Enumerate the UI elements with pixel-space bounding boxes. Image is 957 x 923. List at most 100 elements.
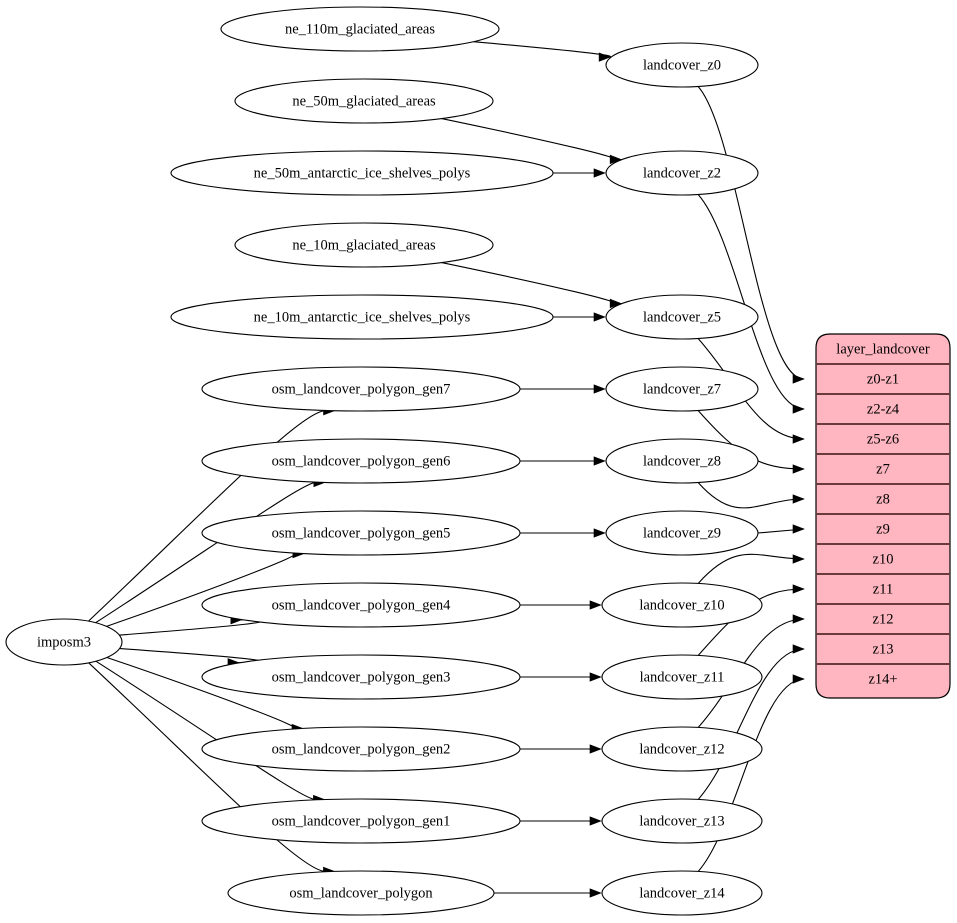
edge-ne_50m_glaciated_areas-to-landcover_z2 [441,118,622,165]
node-landcover_z11[interactable]: landcover_z11 [601,654,763,700]
node-landcover_z0[interactable]: landcover_z0 [605,42,759,88]
node-shape[interactable] [201,726,521,772]
node-ne_110m_glaciated_areas[interactable]: ne_110m_glaciated_areas [220,6,500,52]
edge-osm_landcover_polygon_gen2-to-landcover_z12 [520,744,602,754]
edge-ne_10m_antarctic_ice_shelves_polys-to-landcover_z5 [553,312,606,322]
node-shape[interactable] [220,6,500,52]
edge-arrowhead [792,404,805,414]
table-row[interactable] [816,364,950,394]
node-shape[interactable] [605,438,759,484]
node-shape[interactable] [5,618,123,666]
node-shape[interactable] [201,654,521,700]
node-osm_landcover_polygon_gen7[interactable]: osm_landcover_polygon_gen7 [201,366,521,412]
node-shape[interactable] [605,294,759,340]
edge-line [697,553,805,584]
node-ne_10m_antarctic_ice_shelves_polys[interactable]: ne_10m_antarctic_ice_shelves_polys [170,294,554,340]
edge-arrowhead [589,816,602,826]
node-imposm3[interactable]: imposm3 [5,618,123,666]
node-shape[interactable] [601,798,763,844]
edge-arrowhead [792,524,805,534]
edge-arrowhead [593,528,606,538]
node-landcover_z2[interactable]: landcover_z2 [605,150,759,196]
edge-arrowhead [589,744,602,754]
node-landcover_z12[interactable]: landcover_z12 [601,726,763,772]
node-shape[interactable] [601,870,763,916]
edge-arrowhead [593,456,606,466]
node-osm_landcover_polygon_gen4[interactable]: osm_landcover_polygon_gen4 [201,582,521,628]
node-shape[interactable] [605,150,759,196]
table-row[interactable] [816,574,950,604]
node-landcover_z10[interactable]: landcover_z10 [601,582,763,628]
node-osm_landcover_polygon_gen6[interactable]: osm_landcover_polygon_gen6 [201,438,521,484]
node-ne_50m_antarctic_ice_shelves_polys[interactable]: ne_50m_antarctic_ice_shelves_polys [170,150,554,196]
edge-arrowhead [792,554,805,564]
node-shape[interactable] [605,510,759,556]
edge-arrowhead [792,464,805,474]
node-landcover_z8[interactable]: landcover_z8 [605,438,759,484]
edge-arrowhead [792,584,805,594]
node-shape[interactable] [601,654,763,700]
table-row[interactable] [816,634,950,664]
node-shape[interactable] [201,438,521,484]
edge-osm_landcover_polygon_gen3-to-landcover_z11 [520,672,602,682]
table-row[interactable] [816,514,950,544]
node-osm_landcover_polygon[interactable]: osm_landcover_polygon [227,870,495,916]
edge-landcover_z9-to-z9 [757,524,805,534]
node-shape[interactable] [234,78,494,124]
node-ne_10m_glaciated_areas[interactable]: ne_10m_glaciated_areas [234,222,494,268]
node-osm_landcover_polygon_gen2[interactable]: osm_landcover_polygon_gen2 [201,726,521,772]
edge-line [697,648,805,800]
node-landcover_z7[interactable]: landcover_z7 [605,366,759,412]
table-row[interactable] [816,604,950,634]
layer-landcover-table: layer_landcoverz0-z1z2-z4z5-z6z7z8z9z10z… [815,333,951,699]
table-row[interactable] [816,664,950,698]
table-row[interactable] [816,454,950,484]
node-landcover_z5[interactable]: landcover_z5 [605,294,759,340]
node-shape[interactable] [605,42,759,88]
edge-landcover_z13-to-z13 [697,644,805,800]
node-osm_landcover_polygon_gen3[interactable]: osm_landcover_polygon_gen3 [201,654,521,700]
node-shape[interactable] [201,510,521,556]
edge-arrowhead [593,312,606,322]
edge-ne_50m_antarctic_ice_shelves_polys-to-landcover_z2 [553,168,606,178]
table-row[interactable] [816,484,950,514]
edge-arrowhead [792,614,805,624]
node-landcover_z14[interactable]: landcover_z14 [601,870,763,916]
edge-arrowhead [593,384,606,394]
edge-osm_landcover_polygon_gen5-to-landcover_z9 [520,528,606,538]
node-osm_landcover_polygon_gen5[interactable]: osm_landcover_polygon_gen5 [201,510,521,556]
node-shape[interactable] [227,870,495,916]
node-shape[interactable] [170,150,554,196]
node-landcover_z9[interactable]: landcover_z9 [605,510,759,556]
edge-line [697,482,805,509]
edge-arrowhead [593,168,606,178]
edge-arrowhead [609,154,622,165]
node-shape[interactable] [601,582,763,628]
table-row[interactable] [816,394,950,424]
table-row[interactable] [816,544,950,574]
edge-line [441,118,615,160]
edge-ne_110m_glaciated_areas-to-landcover_z0 [473,41,611,62]
edge-osm_landcover_polygon-to-landcover_z14 [494,888,602,898]
node-osm_landcover_polygon_gen1[interactable]: osm_landcover_polygon_gen1 [201,798,521,844]
node-shape[interactable] [201,366,521,412]
node-shape[interactable] [605,366,759,412]
node-shape[interactable] [234,222,494,268]
edge-landcover_z5-to-z5-z6 [697,338,805,444]
node-landcover_z13[interactable]: landcover_z13 [601,798,763,844]
node-shape[interactable] [601,726,763,772]
edge-line [473,41,611,58]
node-shape[interactable] [170,294,554,340]
edge-osm_landcover_polygon_gen6-to-landcover_z8 [520,456,606,466]
table-row[interactable] [816,424,950,454]
edge-landcover_z10-to-z10 [697,553,805,584]
edge-landcover_z8-to-z8 [697,482,805,509]
edge-line [119,619,263,636]
edge-ne_10m_glaciated_areas-to-landcover_z5 [441,262,622,309]
node-shape[interactable] [201,582,521,628]
edge-arrowhead [792,674,805,684]
edge-line [697,86,805,380]
node-ne_50m_glaciated_areas[interactable]: ne_50m_glaciated_areas [234,78,494,124]
node-shape[interactable] [201,798,521,844]
